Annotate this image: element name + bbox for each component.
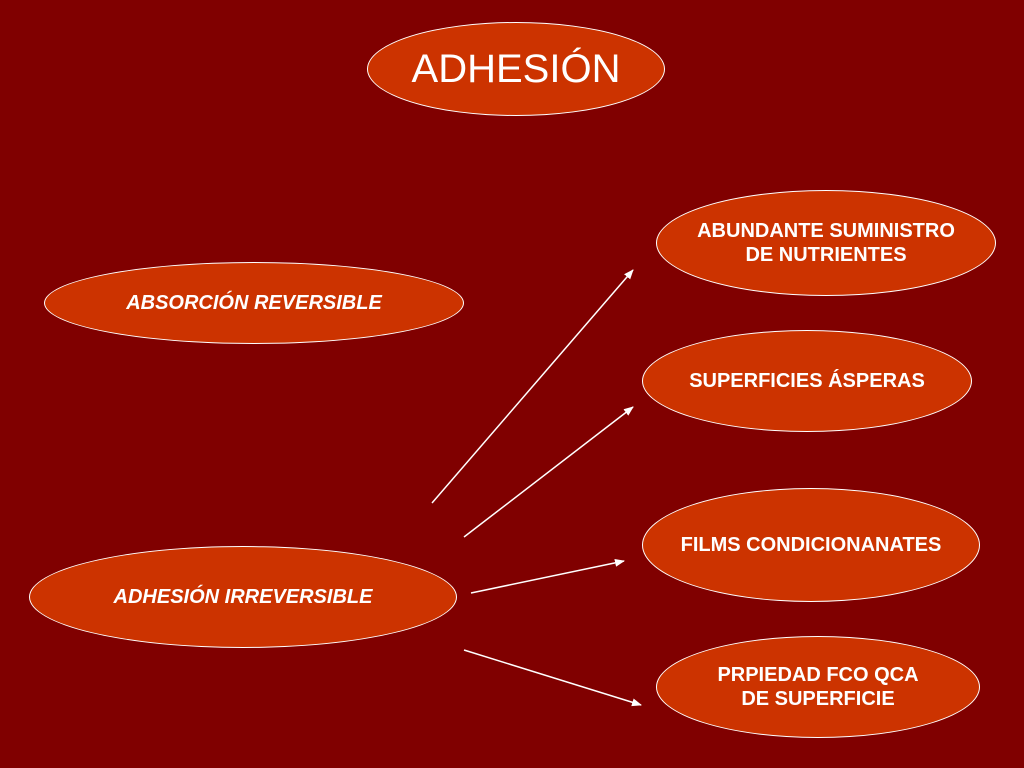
title-node: ADHESIÓN — [367, 22, 665, 116]
node-absorcion-reversible: ABSORCIÓN REVERSIBLE — [44, 262, 464, 344]
node-absorcion-reversible-label: ABSORCIÓN REVERSIBLE — [126, 292, 382, 314]
arrow-to-rough-surfaces — [463, 406, 634, 538]
node-propiedad-superficie: PRPIEDAD FCO QCA DE SUPERFICIE — [656, 636, 980, 738]
node-propiedad-superficie-label: PRPIEDAD FCO QCA DE SUPERFICIE — [717, 664, 919, 710]
node-adhesion-irreversible: ADHESIÓN IRREVERSIBLE — [29, 546, 457, 648]
node-adhesion-irreversible-label: ADHESIÓN IRREVERSIBLE — [113, 586, 373, 608]
node-superficies-asperas-label: SUPERFICIES ÁSPERAS — [689, 370, 925, 392]
node-films-condicionantes-label: FILMS CONDICIONANATES — [680, 534, 942, 556]
arrow-to-properties — [463, 649, 642, 707]
title-text: ADHESIÓN — [411, 47, 621, 91]
node-abundante-suministro: ABUNDANTE SUMINISTRO DE NUTRIENTES — [656, 190, 996, 296]
arrow-to-films — [470, 558, 625, 594]
node-films-condicionantes: FILMS CONDICIONANATES — [642, 488, 980, 602]
node-abundante-suministro-label: ABUNDANTE SUMINISTRO DE NUTRIENTES — [697, 220, 955, 266]
node-superficies-asperas: SUPERFICIES ÁSPERAS — [642, 330, 972, 432]
